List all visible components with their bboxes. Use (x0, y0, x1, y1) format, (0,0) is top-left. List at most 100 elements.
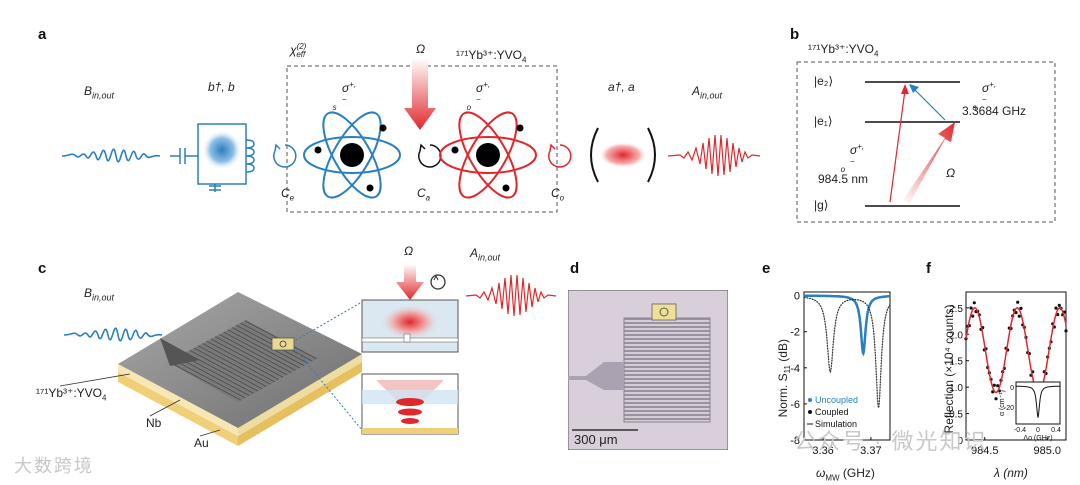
a-resonator-ops-label: b†, b (208, 80, 235, 94)
b-level-e1: |e₁⟩ (814, 114, 833, 128)
f-data-point (996, 384, 1000, 388)
f-data-point (972, 301, 976, 305)
f-inset-xtick-label: -0.4 (1014, 427, 1026, 434)
b-sigma-s-label: σ+,−s (972, 80, 997, 113)
watermark-right: 公众号 · 微光知识 (794, 429, 988, 454)
a-afield-label: Ain,out (692, 84, 723, 101)
f-ytick-label: 1.0 (949, 383, 963, 394)
e-legend-marker-uncoupled (808, 398, 812, 402)
c-nb-label: Nb (146, 416, 162, 430)
coupling-co-arrow (548, 143, 572, 168)
f-inset-curve (1016, 385, 1060, 418)
e-legend-simulation: Simulation (815, 419, 857, 429)
c-optical-wave (465, 274, 557, 317)
optical-cavity (590, 127, 656, 183)
f-data-point (992, 383, 996, 387)
coupling-ce-arrow (273, 143, 297, 168)
f-data-point (1016, 300, 1020, 304)
f-data-point (1054, 306, 1058, 310)
c-au-label: Au (194, 436, 209, 450)
f-data-point (971, 314, 975, 318)
f-data-point (969, 306, 973, 310)
optical-wave-packet (667, 134, 761, 177)
f-data-point (1019, 306, 1023, 310)
f-xtick-label: 984.5 (971, 445, 999, 457)
panel-label-b: b (790, 26, 800, 43)
e-series-uncoupled (804, 294, 890, 357)
e-xlabel: ωMW (GHz) (816, 466, 875, 483)
microwave-wave-packet (61, 148, 161, 163)
c-microwave-wave (63, 327, 163, 342)
f-inset-ylabel: α (cm⁻¹) (999, 390, 1006, 416)
e-ytick-label: -2 (790, 327, 800, 339)
panel-d-micrograph (568, 290, 728, 450)
f-inset-ytick-label: 0 (1010, 385, 1014, 392)
c-omega-label: Ω (404, 244, 414, 258)
b-frequency: 3.3684 GHz (962, 104, 1027, 118)
f-inset-xtick-label: 0.4 (1051, 427, 1061, 434)
f-inset-frame (1015, 381, 1061, 425)
c-crystal-label: ¹⁷¹Yb³⁺:YVO4 (36, 386, 107, 403)
f-axes-frame (965, 291, 1067, 441)
f-ytick-label: 2.0 (949, 330, 963, 341)
e-ytick-label: -8 (790, 435, 800, 447)
panel-label-d: d (570, 260, 580, 277)
f-ytick-label: 0.5 (949, 410, 963, 421)
b-omega-arrow (903, 122, 955, 204)
spin-atom-icon (303, 111, 401, 199)
panel-label-a: a (38, 26, 47, 43)
a-optical-ops-label: a†, a (608, 80, 635, 94)
f-inset-xtick-label: 0 (1036, 427, 1040, 434)
panel-c-device (59, 264, 557, 446)
d-scalebar-label: 300 μm (574, 432, 618, 447)
panel-label-c: c (38, 260, 47, 277)
e-axes-frame (803, 291, 891, 441)
e-legend-marker-coupled (808, 410, 812, 414)
a-bfield-label: Bin,out (84, 84, 115, 101)
e-ytick-label: -4 (790, 363, 800, 375)
f-ytick-label: 1.5 (949, 357, 963, 368)
c-afield-label: Ain,out (470, 246, 501, 263)
f-xtick-label: 985.0 (1033, 445, 1061, 457)
coupling-ca-arrow (418, 143, 442, 168)
f-inset-ytick-label: -20 (1004, 405, 1014, 412)
b-omega-label: Ω (946, 166, 956, 180)
e-legend-coupled: Coupled (815, 407, 849, 417)
f-ytick-label: 2.5 (949, 304, 963, 315)
a-ca-label: Ca (417, 186, 431, 203)
panel-label-e: e (762, 260, 771, 277)
f-data-point (1057, 303, 1061, 307)
a-co-label: Co (551, 186, 565, 203)
a-crystal-label: ¹⁷¹Yb³⁺:YVO4 (456, 48, 527, 65)
panel-b-energy-diagram (796, 61, 1056, 223)
e-xtick-label: 3.37 (860, 445, 881, 457)
a-sigma-o-label: σ+,−o (466, 80, 491, 113)
f-data-point (1064, 329, 1068, 333)
b-sigma-o-label: σ+,−o (840, 142, 865, 175)
b-level-g: |g⟩ (814, 198, 829, 212)
f-xlabel: λ (nm) (994, 466, 1028, 480)
panel-label-f: f (926, 260, 931, 277)
f-data-point (1017, 314, 1021, 318)
e-ytick-label: 0 (794, 291, 800, 303)
c-bfield-label: Bin,out (84, 286, 115, 303)
f-inset-xlabel: Δo (GHz) (1023, 435, 1052, 442)
f-series-fit (965, 307, 1067, 394)
f-data-point (1014, 311, 1018, 315)
panel-a-diagram (61, 58, 761, 213)
f-data-point (994, 397, 998, 401)
b-wavelength: 984.5 nm (818, 172, 869, 186)
b-crystal-label: ¹⁷¹Yb³⁺:YVO4 (808, 42, 879, 59)
e-xtick-label: 3.36 (812, 445, 833, 457)
omega-drive-arrow (404, 58, 436, 130)
a-omega-label: Ω (416, 42, 426, 56)
b-level-e2: |e₂⟩ (814, 74, 834, 88)
watermark-left: 大数跨境 (14, 456, 94, 476)
a-chi-label: χ(2)eff (290, 42, 307, 60)
microwave-resonator (170, 123, 255, 192)
e-legend-uncoupled: Uncoupled (815, 395, 858, 405)
e-ytick-label: -6 (790, 399, 800, 411)
a-sigma-s-label: σ+,−s (332, 80, 357, 113)
a-ce-label: Ce (281, 186, 295, 203)
